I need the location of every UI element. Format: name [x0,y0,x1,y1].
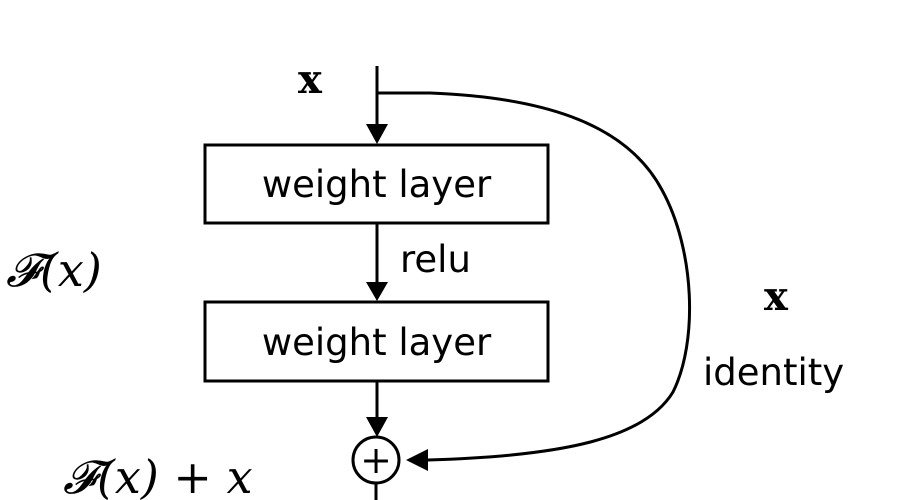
relu-label: relu [400,238,471,281]
arrow-to-add-node [406,449,428,471]
arrow-to-add-node-vertical [366,417,388,437]
weight-layer-2-label: weight layer [262,321,492,364]
identity-shortcut-curve [377,91,692,462]
shortcut-name-label: identity [703,351,844,394]
add-node-symbol: + [360,438,392,482]
weight-layer-2 [203,300,550,383]
arrow-to-layer1 [366,124,388,144]
input-label: x [298,56,323,103]
output-label: 𝓕(x) + x [63,450,253,500]
shortcut-input-label: x [764,273,789,320]
weight-layer-1-label: weight layer [262,163,492,206]
arrow-to-layer2 [366,282,388,301]
weight-layer-1 [203,143,550,225]
residual-function-label: 𝓕(x) [6,243,102,297]
